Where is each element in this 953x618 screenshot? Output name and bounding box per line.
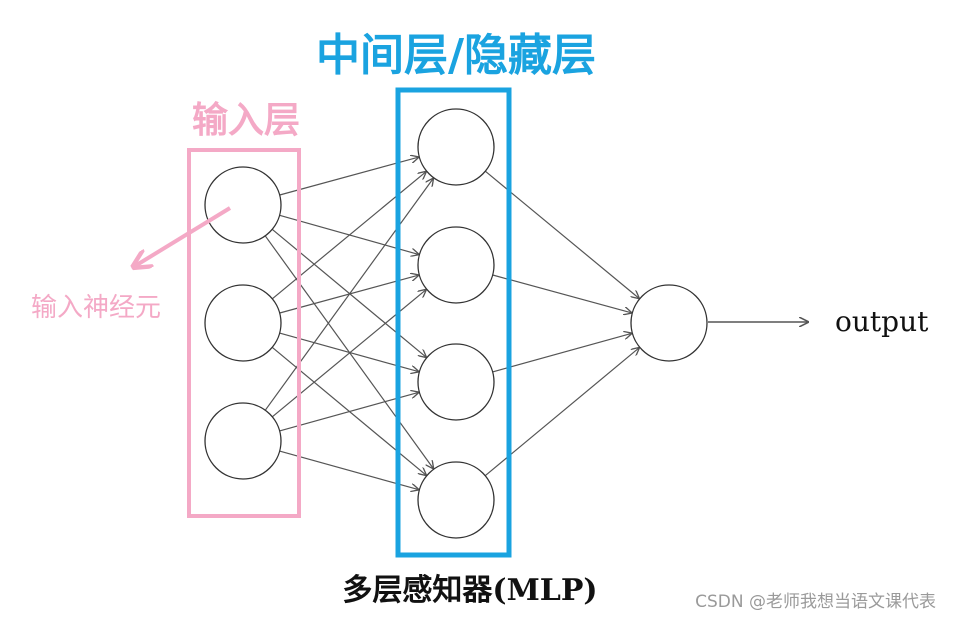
- hidden-neuron-2: [417, 226, 495, 304]
- connections: [264, 157, 639, 490]
- hidden-neuron-4: [417, 461, 495, 539]
- input-neuron-3: [204, 402, 282, 480]
- input-layer-title: 输入层: [192, 100, 300, 141]
- input-neuron-label: 输入神经元: [31, 293, 161, 323]
- edge-input-2-hidden-3: [279, 332, 419, 372]
- watermark: CSDN @老师我想当语文课代表: [695, 592, 936, 612]
- edge-hidden-2-output-1: [492, 274, 632, 313]
- edge-input-3-hidden-3: [279, 392, 419, 432]
- edge-input-3-hidden-1: [264, 179, 433, 411]
- input-neuron-pointer-arrow: [135, 206, 232, 266]
- edge-input-1-hidden-1: [279, 157, 419, 196]
- input-neuron-1: [204, 166, 282, 244]
- hidden-layer-title: 中间层/隐藏层: [316, 30, 596, 81]
- neurons: [204, 108, 708, 539]
- hidden-layer-box: [395, 87, 512, 558]
- input-layer-box: [187, 148, 301, 518]
- output-label: output: [835, 305, 929, 338]
- input-neuron-2: [204, 284, 282, 362]
- mlp-caption: 多层感知器(MLP): [342, 573, 597, 608]
- hidden-neuron-1: [417, 108, 495, 186]
- edge-hidden-3-output-1: [492, 333, 632, 373]
- hidden-neuron-3: [417, 343, 495, 421]
- edge-input-3-hidden-4: [279, 450, 419, 490]
- output-neuron-1: [630, 284, 708, 362]
